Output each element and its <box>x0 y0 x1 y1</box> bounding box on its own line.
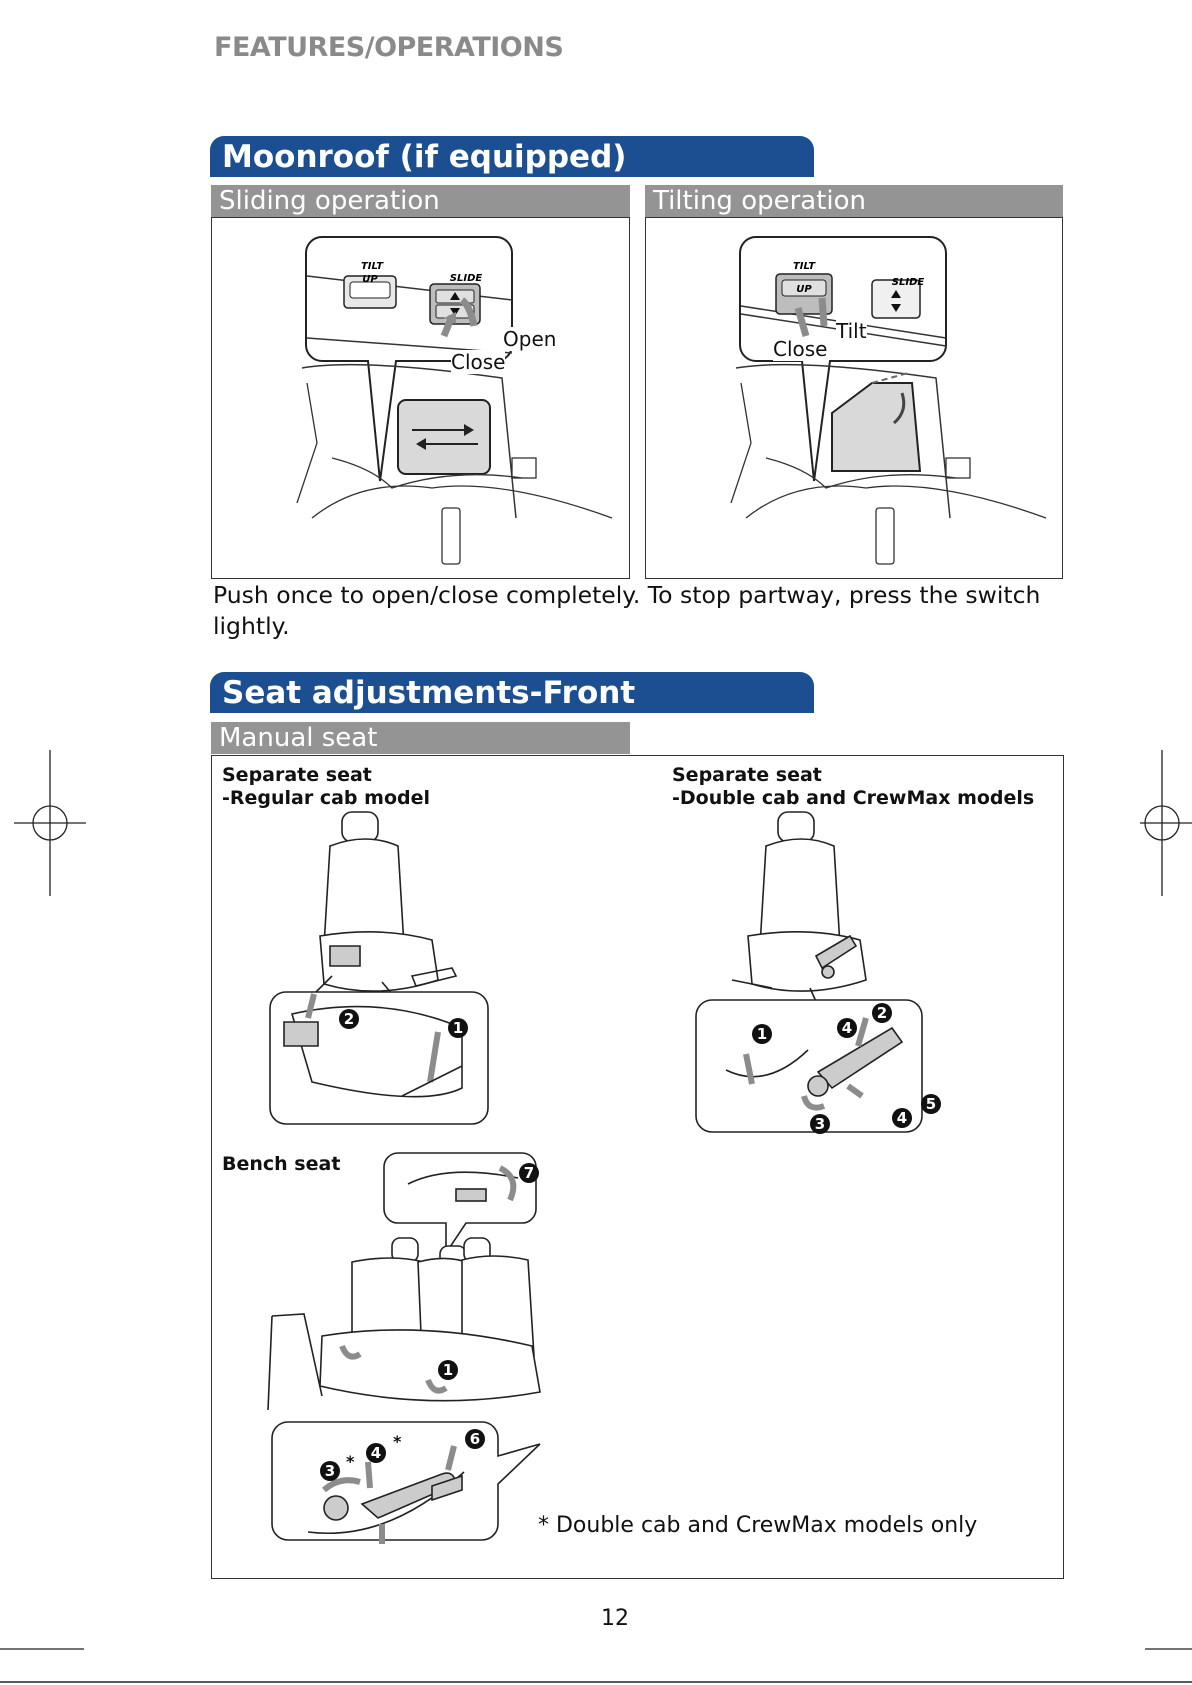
bench-seat-caption: Bench seat <box>222 1153 341 1175</box>
tilting-close-label: Close <box>773 337 828 361</box>
bench-seat-illustration <box>267 1152 541 1544</box>
regular-cab-caption: Separate seat -Regular cab model <box>222 764 430 810</box>
tilting-illustration <box>730 236 1047 565</box>
double-cab-line2: -Double cab and CrewMax models <box>672 787 1035 809</box>
tilting-tilt-switch-label: TILT <box>793 261 816 272</box>
tilting-heading: Tilting operation <box>645 185 1063 217</box>
tilting-switch-labels: TILT UP SLIDE <box>793 261 925 295</box>
svg-text:3: 3 <box>815 1115 825 1133</box>
svg-text:4: 4 <box>371 1444 381 1462</box>
svg-text:5: 5 <box>926 1095 936 1113</box>
svg-text:7: 7 <box>524 1164 534 1182</box>
svg-text:4: 4 <box>842 1019 852 1037</box>
registration-mark-left <box>14 750 86 896</box>
svg-text:1: 1 <box>443 1361 453 1379</box>
seat-illustrations: 2 1 1 4 2 3 4 5 <box>267 811 941 1544</box>
regular-cab-line1: Separate seat <box>222 764 372 786</box>
asterisk-mark-3: * <box>346 1452 355 1471</box>
svg-text:2: 2 <box>877 1004 887 1022</box>
footnote: * Double cab and CrewMax models only <box>538 1513 978 1538</box>
double-cab-caption: Separate seat -Double cab and CrewMax mo… <box>672 764 1034 810</box>
double-cab-seat-illustration <box>695 811 923 1133</box>
sliding-heading: Sliding operation <box>211 185 630 217</box>
page-number: 12 <box>601 1606 629 1631</box>
svg-text:1: 1 <box>757 1025 767 1043</box>
sliding-switch-labels: TILT UP SLIDE <box>361 261 483 285</box>
regular-cab-line2: -Regular cab model <box>222 787 430 809</box>
tilting-slide-label: SLIDE <box>892 277 925 288</box>
tilting-operation-figure: Tilt Close TILT UP SLIDE <box>645 217 1063 579</box>
svg-text:2: 2 <box>344 1010 354 1028</box>
regular-cab-seat-illustration <box>269 811 489 1125</box>
sliding-operation-figure: Open Close TILT UP SLIDE <box>211 217 630 579</box>
svg-text:4: 4 <box>897 1109 907 1127</box>
manual-seat-figure: Separate seat -Regular cab model Separat… <box>211 755 1064 1579</box>
sliding-illustration <box>296 236 613 565</box>
tilting-up-label: UP <box>796 284 812 295</box>
manual-seat-heading: Manual seat <box>211 722 630 754</box>
svg-text:3: 3 <box>325 1462 335 1480</box>
sliding-open-label: Open <box>503 327 557 351</box>
double-cab-line1: Separate seat <box>672 764 822 786</box>
svg-text:6: 6 <box>470 1430 480 1448</box>
tilting-tilt-label: Tilt <box>836 319 867 343</box>
sliding-tilt-label: TILT <box>361 261 384 272</box>
seat-adjustments-title: Seat adjustments-Front <box>210 672 814 713</box>
svg-text:1: 1 <box>453 1019 463 1037</box>
moonroof-note: Push once to open/close completely. To s… <box>213 581 1041 640</box>
sliding-up-label: UP <box>362 274 378 285</box>
moonroof-title: Moonroof (if equipped) <box>210 136 814 177</box>
crop-mark-bottom <box>0 1648 1192 1683</box>
registration-mark-right <box>1140 750 1192 896</box>
section-header: FEATURES/OPERATIONS <box>214 32 564 63</box>
sliding-close-label: Close <box>451 350 506 374</box>
sliding-slide-label: SLIDE <box>450 273 483 284</box>
asterisk-mark-4: * <box>393 1432 402 1451</box>
